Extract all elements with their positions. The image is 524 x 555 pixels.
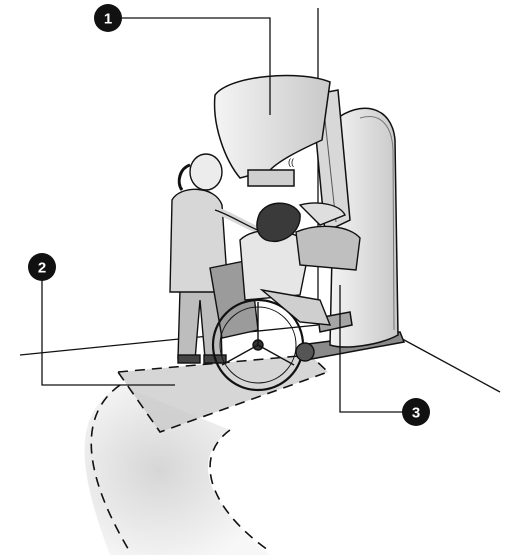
svg-text:((: (( (288, 157, 294, 167)
technologist-head (190, 154, 222, 190)
wheelchair-caster (296, 343, 314, 361)
tube-head (215, 76, 330, 178)
marker-1-label: 1 (104, 11, 112, 28)
marker-3-label: 3 (412, 405, 420, 422)
marker-3: 3 (402, 398, 430, 426)
breast-support (296, 226, 360, 270)
leader-line-2 (42, 268, 175, 385)
room-walls (20, 8, 500, 392)
marker-2-label: 2 (38, 260, 46, 277)
tube-collimator (248, 170, 294, 186)
marker-2: 2 (28, 253, 56, 281)
marker-1: 1 (94, 4, 122, 32)
